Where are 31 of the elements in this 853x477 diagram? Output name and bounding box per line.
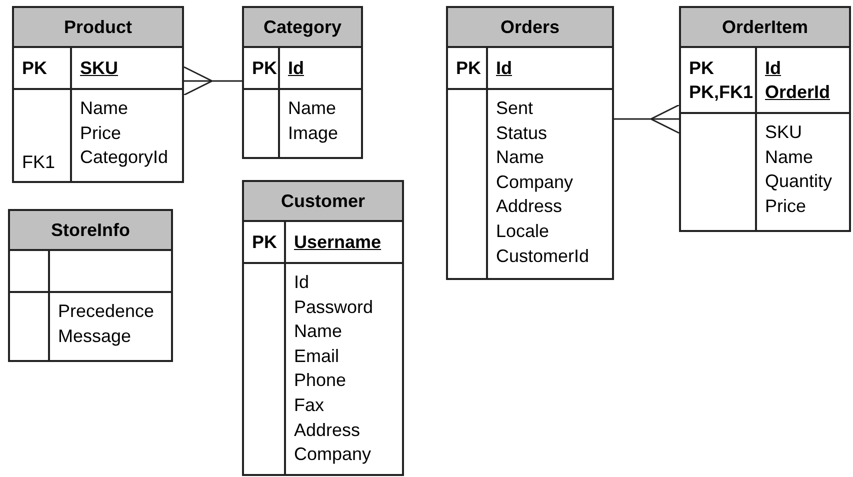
primary-key-field: Username: [294, 230, 382, 254]
key-marker: FK1: [22, 151, 56, 174]
entity-table: [242, 180, 404, 476]
primary-key-field: Id OrderId: [765, 56, 830, 104]
primary-key-field: Id: [288, 56, 304, 80]
entity-table: [8, 209, 173, 362]
entity-table: [242, 6, 363, 159]
primary-key-field: Id: [496, 56, 512, 80]
field-list: SKU Name Quantity Price: [765, 114, 832, 230]
field-list: Id Password Name Email Phone Fax Address Company: [294, 264, 374, 474]
table-title: StoreInfo: [51, 220, 130, 240]
entity-table: [679, 6, 851, 232]
key-marker: PK: [456, 57, 482, 80]
field-list: Name Price CategoryId: [80, 90, 168, 181]
table-title: OrderItem: [722, 16, 808, 38]
table-title: Customer: [280, 190, 365, 212]
key-marker: PK: [252, 231, 278, 254]
table-title: Category: [263, 16, 342, 38]
field-list: Name Image: [288, 90, 338, 157]
key-marker: PK PK,FK1: [689, 57, 754, 104]
key-marker: PK: [252, 57, 278, 80]
relationship-line: [614, 104, 680, 134]
relationship-line: [183, 66, 242, 96]
entity-table: [12, 6, 184, 183]
table-title: Product: [64, 16, 132, 38]
primary-key-field: SKU: [80, 56, 118, 80]
field-list: Precedence Message: [58, 293, 154, 360]
table-title: Orders: [500, 16, 560, 38]
entity-table: [446, 6, 614, 280]
key-marker: PK: [22, 57, 48, 80]
field-list: Sent Status Name Company Address Locale CustomerId: [496, 90, 590, 278]
